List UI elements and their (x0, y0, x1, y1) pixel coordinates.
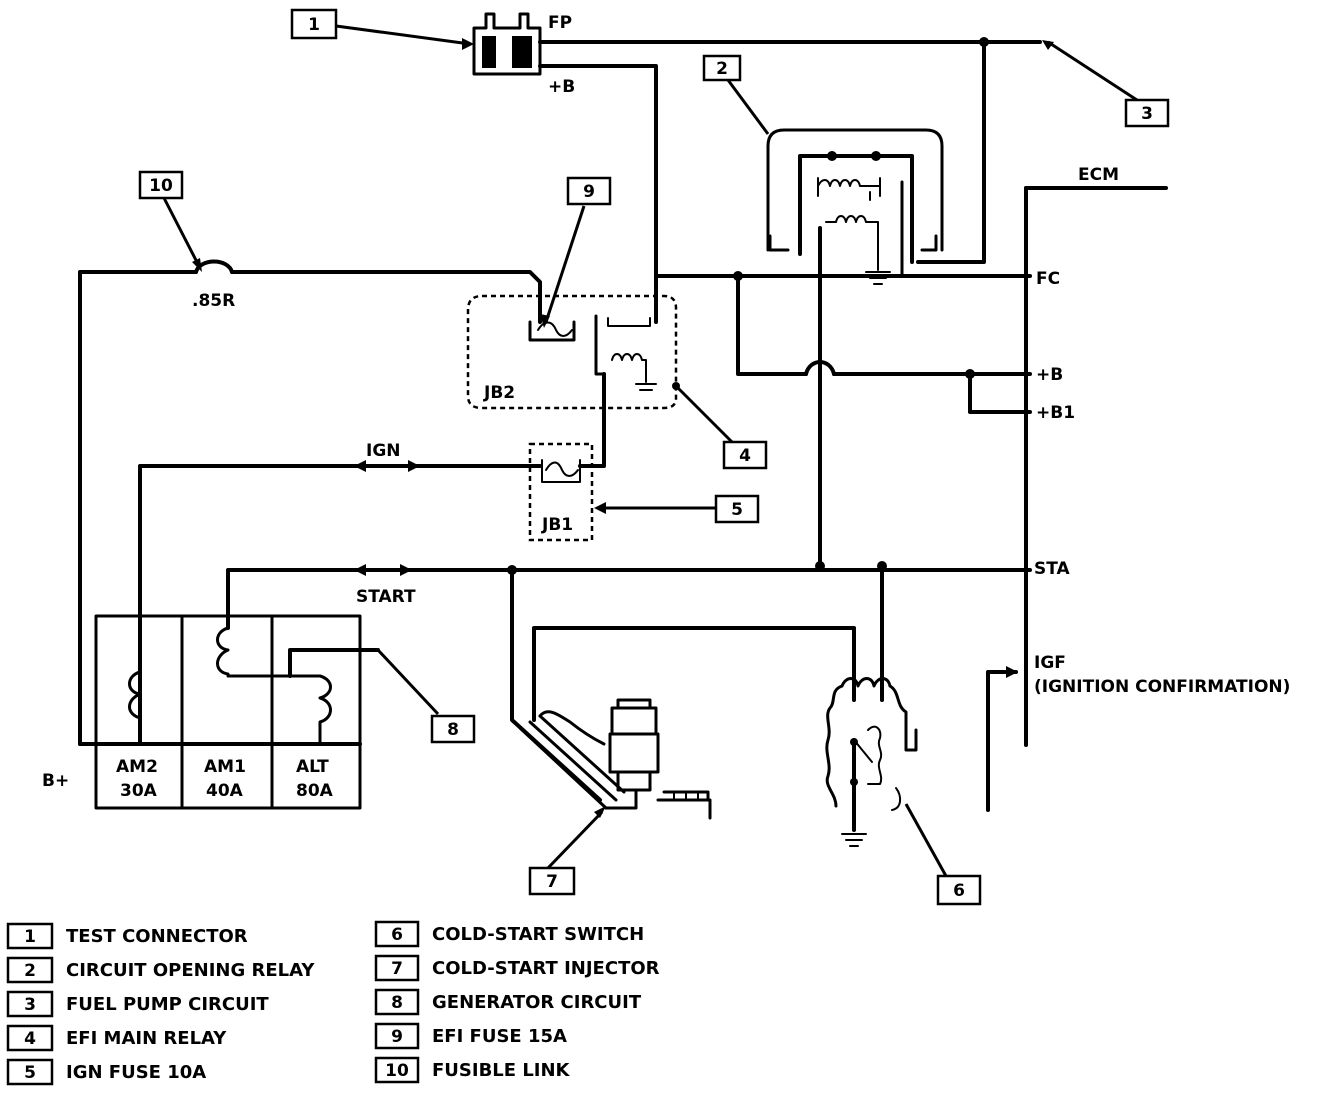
fuse-alt-rating: 80A (296, 781, 334, 801)
svg-text:9: 9 (583, 182, 595, 202)
legend-item: 8 GENERATOR CIRCUIT (374, 988, 642, 1016)
jb2-label: JB2 (483, 383, 515, 403)
svg-text:2: 2 (716, 59, 728, 79)
legend-item: 9 EFI FUSE 15A (374, 1022, 567, 1050)
svg-text:1: 1 (24, 927, 36, 947)
start-label: START (356, 587, 416, 607)
callout-1: 1 (290, 8, 338, 40)
svg-text:5: 5 (24, 1063, 36, 1083)
fuse-block (94, 614, 362, 810)
plus-b1-terminal-label: +B1 (1036, 403, 1075, 423)
svg-text:10: 10 (385, 1061, 409, 1081)
callout-7: 7 (528, 866, 576, 896)
callout-6-diagram: 6 (936, 874, 982, 906)
junction-dots (507, 37, 989, 575)
svg-text:1: 1 (308, 15, 320, 35)
fuse-am1-rating: 40A (206, 781, 244, 801)
svg-text:COLD-START INJECTOR: COLD-START INJECTOR (432, 958, 660, 979)
sta-terminal-label: STA (1034, 559, 1071, 579)
plus-b-terminal-label: +B (1036, 365, 1063, 385)
legend-item: 4 EFI MAIN RELAY (6, 1024, 227, 1052)
legend: 1 TEST CONNECTOR 2 CIRCUIT OPENING RELAY… (6, 920, 660, 1086)
svg-text:5: 5 (731, 500, 743, 520)
svg-text:6: 6 (953, 881, 965, 901)
circuit-opening-relay (766, 128, 944, 285)
legend-item: 7 COLD-START INJECTOR (374, 954, 660, 982)
wiring (78, 40, 1168, 832)
callout-pointers (162, 24, 1141, 877)
igf-terminal-label: IGF (1034, 653, 1066, 673)
cold-start-switch (825, 677, 918, 847)
jb1-label: JB1 (541, 515, 573, 535)
fusible-link-size-label: .85R (192, 291, 235, 311)
start-arrows (354, 564, 412, 576)
callout-10: 10 (138, 170, 184, 200)
legend-item: 3 FUEL PUMP CIRCUIT (6, 990, 269, 1018)
fc-terminal-label: FC (1036, 269, 1060, 289)
cold-start-injector (518, 698, 712, 820)
legend-item: 10 FUSIBLE LINK (374, 1056, 571, 1084)
plus-b-connector-label: +B (548, 77, 575, 97)
ign-arrows (354, 460, 420, 472)
svg-text:7: 7 (546, 872, 558, 892)
svg-text:COLD-START SWITCH: COLD-START SWITCH (432, 924, 644, 945)
svg-text:FUSIBLE LINK: FUSIBLE LINK (432, 1060, 571, 1081)
svg-text:9: 9 (391, 1027, 403, 1047)
callout-9: 9 (566, 176, 612, 206)
ecm-label: ECM (1078, 165, 1119, 185)
svg-text:6: 6 (391, 925, 403, 945)
igf-arrow-icon (1006, 666, 1018, 678)
svg-text:EFI FUSE 15A: EFI FUSE 15A (432, 1026, 567, 1047)
callout-5: 5 (714, 494, 760, 524)
fp-label: FP (548, 13, 572, 33)
svg-text:4: 4 (739, 446, 751, 466)
callout-8: 8 (430, 714, 476, 744)
svg-text:2: 2 (24, 961, 36, 981)
test-connector (472, 12, 542, 76)
svg-text:4: 4 (24, 1029, 36, 1049)
igf-description: (IGNITION CONFIRMATION) (1034, 677, 1290, 697)
svg-text:EFI MAIN RELAY: EFI MAIN RELAY (66, 1028, 227, 1049)
svg-text:TEST CONNECTOR: TEST CONNECTOR (66, 926, 248, 947)
legend-item: 1 TEST CONNECTOR (6, 922, 248, 950)
svg-text:7: 7 (391, 959, 403, 979)
svg-text:8: 8 (391, 993, 403, 1013)
ign-label: IGN (366, 441, 401, 461)
legend-item: 5 IGN FUSE 10A (6, 1058, 206, 1086)
legend-item: 2 CIRCUIT OPENING RELAY (6, 956, 315, 984)
svg-text:IGN FUSE 10A: IGN FUSE 10A (66, 1062, 206, 1083)
fuse-am2-name: AM2 (116, 757, 158, 777)
callout-2: 2 (702, 54, 742, 82)
callout-3: 3 (1124, 98, 1170, 128)
junction-block-2 (466, 294, 678, 410)
fuse-am2-rating: 30A (120, 781, 158, 801)
svg-text:10: 10 (149, 176, 173, 196)
legend-item: 6 COLD-START SWITCH (374, 920, 644, 948)
svg-text:3: 3 (1141, 104, 1153, 124)
svg-text:CIRCUIT OPENING RELAY: CIRCUIT OPENING RELAY (66, 960, 315, 981)
fuse-am1-name: AM1 (204, 757, 246, 777)
callout-4: 4 (722, 440, 768, 470)
svg-text:8: 8 (447, 720, 459, 740)
fuse-alt-name: ALT (296, 757, 329, 777)
junction-block-1 (528, 442, 594, 542)
svg-text:GENERATOR CIRCUIT: GENERATOR CIRCUIT (432, 992, 642, 1013)
b-plus-label: B+ (42, 771, 69, 791)
svg-text:FUEL PUMP CIRCUIT: FUEL PUMP CIRCUIT (66, 994, 269, 1015)
svg-text:3: 3 (24, 995, 36, 1015)
